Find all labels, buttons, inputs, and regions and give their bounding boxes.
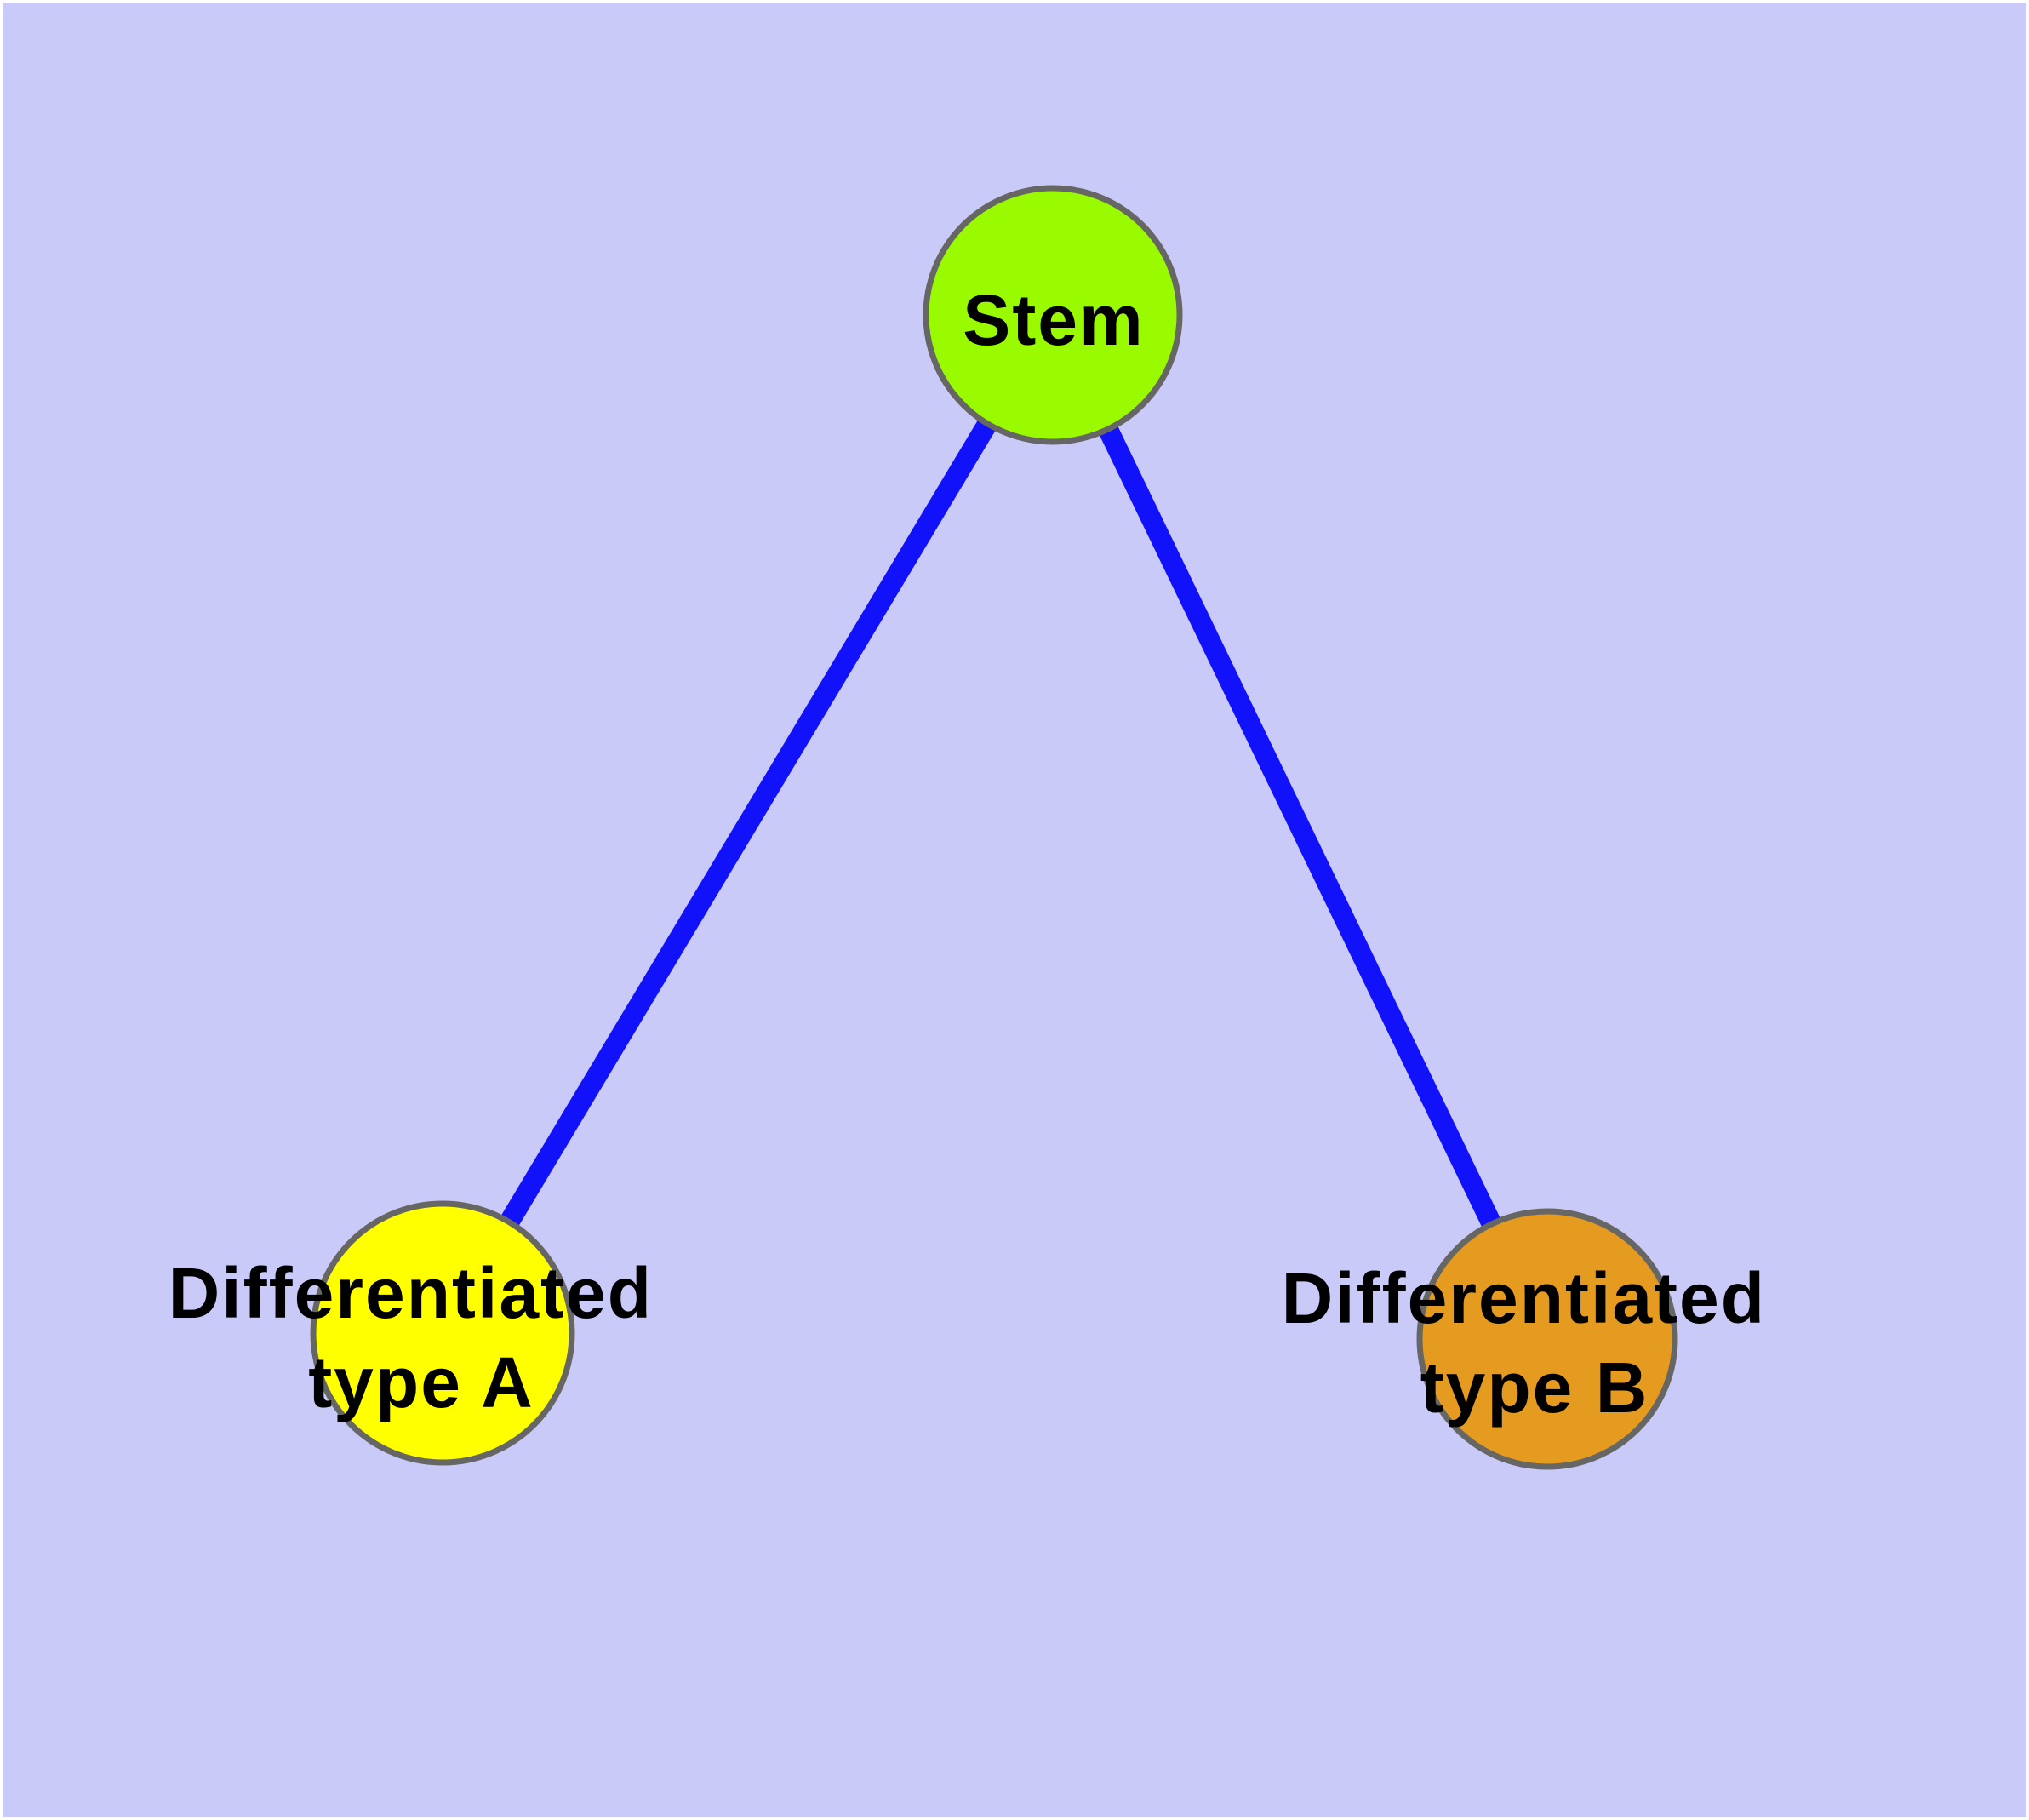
node-differentiated-type-a-label-line2: type A bbox=[308, 1342, 534, 1422]
node-differentiated-type-b-label: Differentiated type B bbox=[1282, 1258, 1788, 1428]
node-differentiated-type-a-label: Differentiated type A bbox=[169, 1253, 675, 1422]
edge-stem-to-type-a bbox=[433, 309, 1062, 1339]
node-differentiated-type-b-label-line2: type B bbox=[1420, 1348, 1649, 1428]
node-differentiated-type-b-circle bbox=[1416, 1208, 1678, 1470]
node-stem-label: Stem bbox=[963, 280, 1144, 360]
edge-stem-to-type-b bbox=[1043, 310, 1557, 1344]
node-differentiated-type-b-label-line1: Differentiated bbox=[1282, 1258, 1766, 1338]
node-differentiated-type-a-label-line1: Differentiated bbox=[169, 1253, 653, 1333]
node-differentiated-type-a-circle bbox=[310, 1200, 575, 1466]
node-stem-circle bbox=[923, 185, 1183, 445]
